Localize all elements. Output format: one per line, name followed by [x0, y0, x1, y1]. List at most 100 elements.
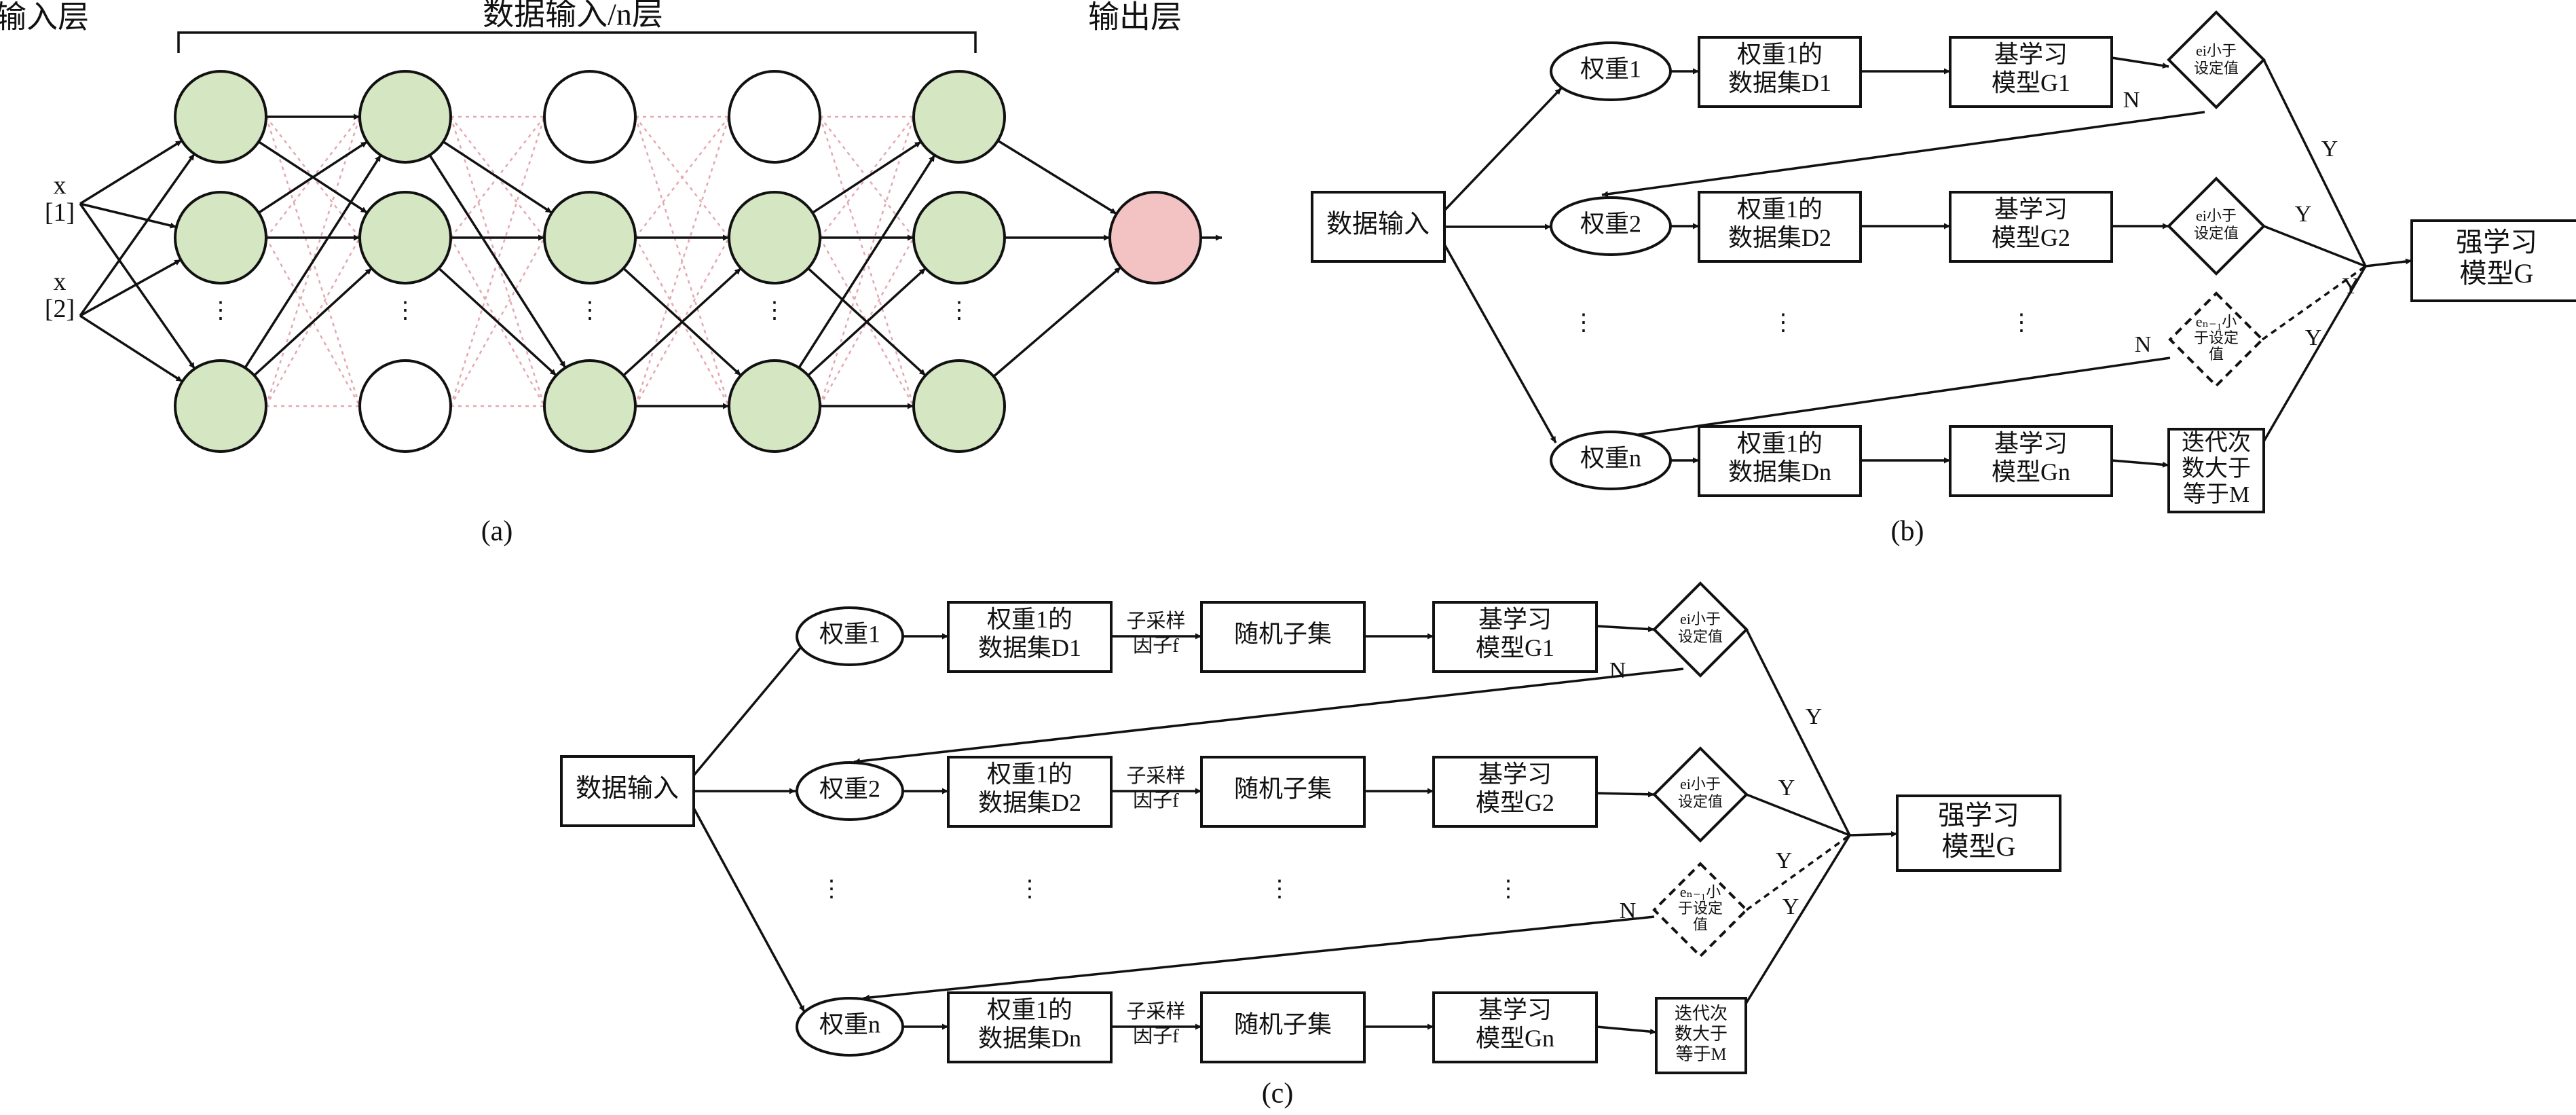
weight-label: 权重n [819, 1010, 880, 1038]
random-subset-box [1200, 756, 1366, 828]
neuron-link [443, 141, 553, 214]
neuron-link [438, 267, 557, 377]
model-to-iteration [2111, 459, 2169, 468]
feedback-n [863, 915, 1655, 1001]
yes-line [2262, 59, 2367, 267]
neuron-active [543, 359, 637, 453]
decision-diamond [1652, 746, 1749, 843]
base-model-box [1432, 756, 1598, 828]
iteration-box [2167, 428, 2265, 513]
input-to-weightn [692, 807, 806, 1012]
weight-label: 权重2 [819, 775, 880, 802]
yes-line [1745, 629, 1851, 836]
neuron-active [174, 70, 267, 164]
yes-label: Y [2342, 274, 2359, 299]
output-neuron [1108, 191, 1202, 285]
base-model-label: 基学习模型G2 [1476, 761, 1554, 816]
neuron-link [428, 154, 567, 369]
iteration-label: 迭代次数大于等于M [1675, 1004, 1728, 1064]
dataset-label: 权重1的数据集Dn [978, 996, 1081, 1052]
base-model-box [1432, 991, 1598, 1063]
neuron-active [543, 191, 637, 285]
ellipsis-dots: ⋮ [1268, 877, 1291, 902]
model-to-decision [1596, 791, 1655, 798]
neuron-link [812, 141, 922, 214]
subsample-factor-label: 子采样因子f [1126, 610, 1185, 657]
model-to-decision [2111, 56, 2169, 69]
weight-ellipse [796, 606, 904, 666]
yes-label: Y [2321, 136, 2338, 162]
no-label: N [1620, 898, 1637, 924]
decision-diamond-dashed [2168, 291, 2264, 388]
input-link [79, 259, 182, 317]
neuron-active [728, 191, 821, 285]
base-model-label: 基学习模型Gn [1992, 430, 2070, 486]
neuron-link [253, 267, 373, 377]
input-to-weightn [1443, 244, 1557, 443]
ellipsis-dots: ⋮ [2010, 310, 2033, 335]
input-link [79, 153, 195, 317]
panel-a-label: (a) [481, 516, 513, 547]
neuron-active [174, 191, 267, 285]
base-model-label: 基学习模型G2 [1992, 196, 2070, 251]
dropout-link [635, 116, 730, 238]
strong-model-box [2410, 219, 2576, 302]
random-subset-box [1200, 991, 1366, 1063]
dataset-label: 权重1的数据集Dn [1728, 430, 1831, 486]
yes-label: Y [1776, 848, 1793, 873]
neuron-active [912, 70, 1006, 164]
weight-ellipse [796, 761, 904, 821]
decision-label: ei小于设定值 [2194, 42, 2239, 77]
random-subset-label: 随机子集 [1234, 775, 1332, 802]
data-input-box [560, 755, 695, 827]
decision-label: ei小于设定值 [1678, 775, 1723, 810]
base-model-box [1949, 191, 2113, 263]
model-to-iteration [1596, 1025, 1657, 1035]
yes-label: Y [1778, 775, 1795, 801]
panel-b-label: (b) [1891, 516, 1924, 547]
weight-label: 权重1 [1580, 55, 1641, 82]
feedback-n [853, 668, 1684, 765]
dropout-link [449, 237, 546, 407]
base-model-box [1949, 36, 2113, 108]
ellipsis-dots: ⋮ [948, 298, 971, 323]
yes-label: Y [2305, 325, 2322, 350]
decision-label: ei小于设定值 [1678, 610, 1723, 645]
yes-line [1744, 835, 1851, 1004]
hidden-layer-bracket [177, 31, 977, 53]
dropout-link [819, 237, 915, 407]
ellipsis-dots: ⋮ [394, 298, 417, 323]
decision-diamond [2167, 10, 2266, 109]
random-subset-box [1200, 601, 1366, 673]
yes-label: Y [1806, 704, 1823, 729]
dropout-link [634, 116, 730, 407]
dataset-box [1698, 191, 1862, 263]
dataset-box [947, 991, 1113, 1063]
yes-label: Y [1782, 894, 1799, 919]
input-to-weight1 [692, 642, 806, 777]
input-layer-title: 输入层 [0, 0, 89, 35]
output-link [992, 266, 1122, 378]
dataset-label: 权重1的数据集D1 [978, 606, 1081, 661]
decision-label: ei小于设定值 [2194, 207, 2239, 242]
weight-ellipse [1550, 41, 1672, 101]
input-link [79, 139, 183, 205]
subsample-factor-label: 子采样因子f [1126, 1000, 1185, 1047]
yes-line [1746, 793, 1850, 837]
decision-dashed-label: eₙ₋₁小于设定值 [1678, 883, 1723, 933]
links-layer [79, 31, 2412, 1035]
decision-dashed-label: eₙ₋₁小于设定值 [2194, 313, 2239, 363]
decision-diamond [1652, 581, 1749, 678]
dataset-label: 权重1的数据集D1 [1728, 41, 1831, 96]
neuron-dropped [728, 70, 821, 164]
dataset-box [1698, 425, 1862, 497]
random-subset-label: 随机子集 [1234, 1010, 1332, 1038]
neuron-link [258, 141, 368, 214]
iteration-label: 迭代次数大于等于M [2182, 430, 2251, 507]
no-label: N [2135, 332, 2152, 357]
yes-label: Y [2295, 202, 2312, 227]
join-to-strong [1849, 830, 1898, 837]
dataset-label: 权重1的数据集D2 [1728, 196, 1831, 251]
base-model-label: 基学习模型Gn [1476, 996, 1554, 1052]
